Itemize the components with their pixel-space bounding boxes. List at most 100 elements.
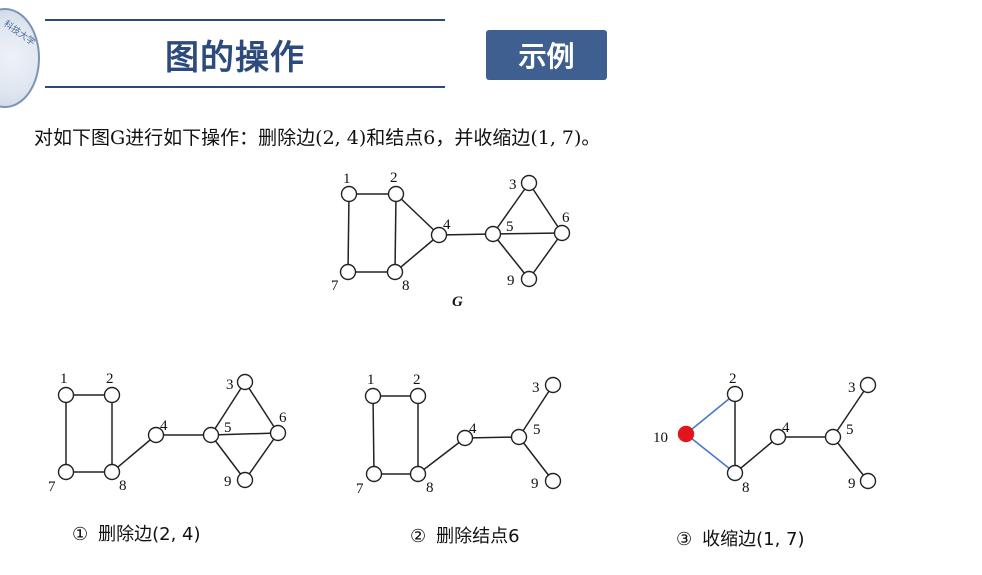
node-label-4: 4 [782, 420, 790, 436]
node-1 [364, 387, 382, 405]
title-rule-bottom [45, 86, 445, 88]
edge-1-7 [372, 395, 375, 475]
edge-1-7 [347, 193, 350, 273]
node-3 [236, 373, 254, 391]
caption-step3-index: ③ [676, 529, 693, 550]
problem-description: 对如下图G进行如下操作：删除边(2, 4)和结点6，并收缩边(1, 7)。 [34, 127, 601, 149]
node-7 [365, 465, 383, 483]
node-label-7: 7 [356, 481, 364, 497]
edge-2-8 [394, 193, 397, 273]
edge-8-4 [394, 234, 440, 273]
edge-5-9 [210, 434, 246, 481]
caption-step2-index: ② [410, 526, 427, 547]
node-label-3: 3 [848, 380, 856, 396]
node-label-5: 5 [533, 422, 541, 438]
node-5 [510, 428, 528, 446]
node-8 [386, 263, 404, 281]
caption-step1-index: ① [72, 524, 89, 545]
edge-2-4 [395, 193, 440, 236]
node-8 [409, 465, 427, 483]
node-7 [339, 263, 357, 281]
node-label-8: 8 [402, 278, 410, 294]
node-label-3: 3 [532, 380, 540, 396]
graph-step1: 1 2 3 4 5 6 7 8 9 [48, 371, 287, 495]
example-badge: 示例 [486, 30, 607, 80]
edge-5-3 [492, 182, 530, 235]
node-label-8: 8 [426, 480, 434, 496]
edge-10-8 [685, 433, 736, 474]
edge-6-9 [528, 232, 563, 280]
node-label-3: 3 [509, 177, 517, 193]
node-3 [544, 376, 562, 394]
edge-10-2 [685, 393, 736, 435]
caption-step2-text: 删除结点6 [436, 526, 520, 547]
edge-3-6 [528, 182, 563, 234]
edge-5-3 [518, 384, 554, 438]
node-label-10: 10 [653, 430, 668, 446]
edge-5-9 [518, 436, 554, 482]
node-label-8: 8 [119, 478, 127, 494]
caption-step3: ③ 收缩边(1, 7) [676, 525, 805, 551]
node-label-5: 5 [506, 219, 514, 235]
caption-step1: ① 删除边(2, 4) [72, 520, 201, 546]
node-label-4: 4 [160, 418, 168, 434]
node-10 [677, 425, 695, 443]
node-6 [269, 424, 287, 442]
node-label-3: 3 [226, 377, 234, 393]
edge-5-9 [492, 233, 530, 280]
node-9 [520, 270, 538, 288]
node-label-2: 2 [413, 372, 421, 388]
graph-original-label: G [452, 294, 463, 310]
node-label-7: 7 [331, 278, 339, 294]
edge-5-3 [832, 384, 869, 438]
node-5 [824, 428, 842, 446]
edge-8-4 [734, 436, 779, 474]
node-label-4: 4 [443, 217, 451, 233]
node-label-9: 9 [224, 474, 232, 490]
node-label-7: 7 [48, 479, 56, 495]
node-4 [147, 426, 165, 444]
edge-6-9 [244, 432, 279, 481]
node-label-5: 5 [224, 420, 232, 436]
node-3 [859, 376, 877, 394]
node-label-1: 1 [343, 171, 351, 187]
node-1 [340, 185, 358, 203]
node-label-6: 6 [279, 410, 287, 426]
node-2 [726, 385, 744, 403]
edge-8-4 [111, 434, 157, 473]
caption-step3-text: 收缩边(1, 7) [702, 529, 805, 550]
node-3 [520, 174, 538, 192]
node-4 [456, 429, 474, 447]
node-8 [726, 464, 744, 482]
edge-8-4 [417, 437, 466, 475]
caption-step1-text: 删除边(2, 4) [98, 524, 201, 545]
edge-5-9 [832, 436, 869, 482]
node-2 [103, 386, 121, 404]
edge-4-5 [464, 436, 520, 439]
node-7 [57, 463, 75, 481]
edge-5-6 [210, 432, 279, 436]
node-label-2: 2 [729, 371, 737, 387]
node-5 [202, 426, 220, 444]
edge-5-3 [210, 381, 246, 436]
edge-5-6 [492, 232, 563, 235]
caption-step2: ② 删除结点6 [410, 522, 520, 548]
edge-4-5 [438, 233, 494, 236]
node-label-9: 9 [848, 476, 856, 492]
node-label-2: 2 [106, 371, 114, 387]
node-label-8: 8 [742, 480, 750, 496]
node-8 [103, 463, 121, 481]
node-label-9: 9 [507, 273, 515, 289]
node-label-2: 2 [390, 170, 398, 186]
slide-title: 图的操作 [165, 38, 305, 78]
node-9 [544, 472, 562, 490]
node-2 [409, 387, 427, 405]
node-6 [553, 224, 571, 242]
node-label-1: 1 [60, 371, 68, 387]
node-4 [430, 226, 448, 244]
node-label-1: 1 [367, 372, 375, 388]
